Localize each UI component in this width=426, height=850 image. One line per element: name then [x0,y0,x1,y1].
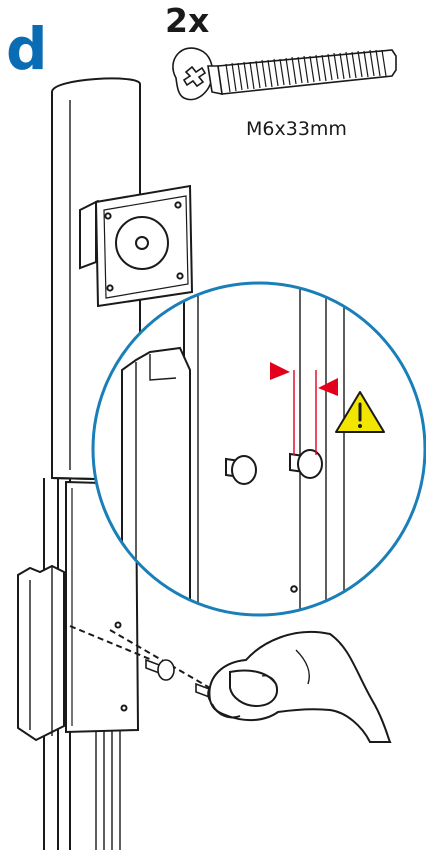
screw-quantity: 2x [165,1,210,40]
detail-bolt-right [289,449,323,479]
step-label: d [6,15,48,83]
arrow-right-marker [270,362,290,380]
detail-magnifier [91,281,426,617]
screw-icon [172,47,397,101]
warning-triangle-icon [335,391,385,433]
hand-icon [208,630,392,743]
gap-indicator [270,362,338,455]
vesa-plate [79,184,194,308]
bolt-lower [145,658,175,681]
alignment-guides [69,625,211,689]
screw-spec: M6x33mm [246,118,347,140]
side-bracket [17,564,65,742]
arrow-left-marker [318,378,338,396]
detail-bolt-left [225,455,257,485]
